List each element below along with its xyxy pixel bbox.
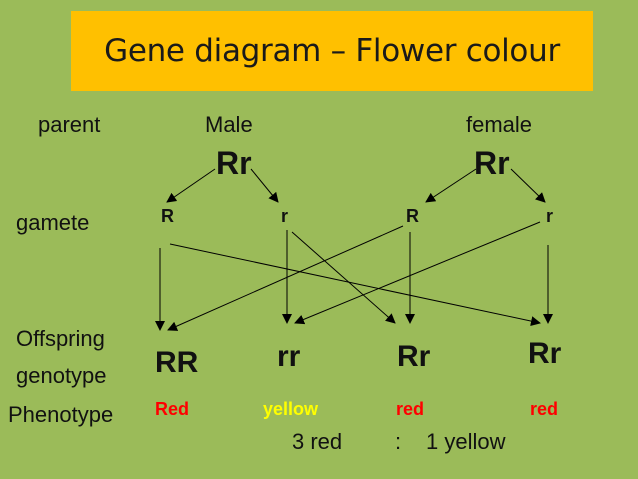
diagram-title: Gene diagram – Flower colour [104,33,560,69]
phenotype-2: yellow [263,399,319,419]
arrow-maleR-to-Rr2 [169,243,541,327]
phenotype-row-label: Phenotype [8,402,114,427]
phenotype-4: red [530,399,559,419]
title-banner: Gene diagram – Flower colour [71,11,593,91]
arrow-maler-to-Rr [291,231,396,324]
offspring-Rr-1: Rr [397,340,431,373]
female-genotype: Rr [474,145,510,181]
offspring-row-label-line2: genotype [16,363,107,388]
parent-row-label: parent [38,112,101,137]
phenotype-3: red [396,399,425,419]
arrow-male-to-R [166,168,216,203]
offspring-RR: RR [155,346,199,379]
male-label: Male [205,112,253,137]
phenotype-1: Red [155,399,190,419]
female-label: female [466,112,533,137]
arrow-female-to-R [425,168,477,203]
ratio-yellow: 1 yellow [426,429,506,454]
offspring-Rr-2: Rr [528,337,562,370]
arrow-femaleR-to-RR [167,225,404,331]
arrow-female-to-r [510,168,546,203]
gamete-female-r: r [546,206,554,226]
gamete-male-R: R [161,206,174,226]
ratio-separator: : [395,429,402,454]
arrow-femaler-to-rr [294,221,541,325]
ratio-red: 3 red [292,429,343,454]
gamete-row-label: gamete [16,210,90,235]
arrow-male-to-r [250,168,279,203]
offspring-row-label-line1: Offspring [16,326,105,351]
offspring-rr: rr [277,340,301,373]
male-genotype: Rr [216,145,252,181]
gamete-male-r: r [281,206,289,226]
gamete-female-R: R [406,206,419,226]
